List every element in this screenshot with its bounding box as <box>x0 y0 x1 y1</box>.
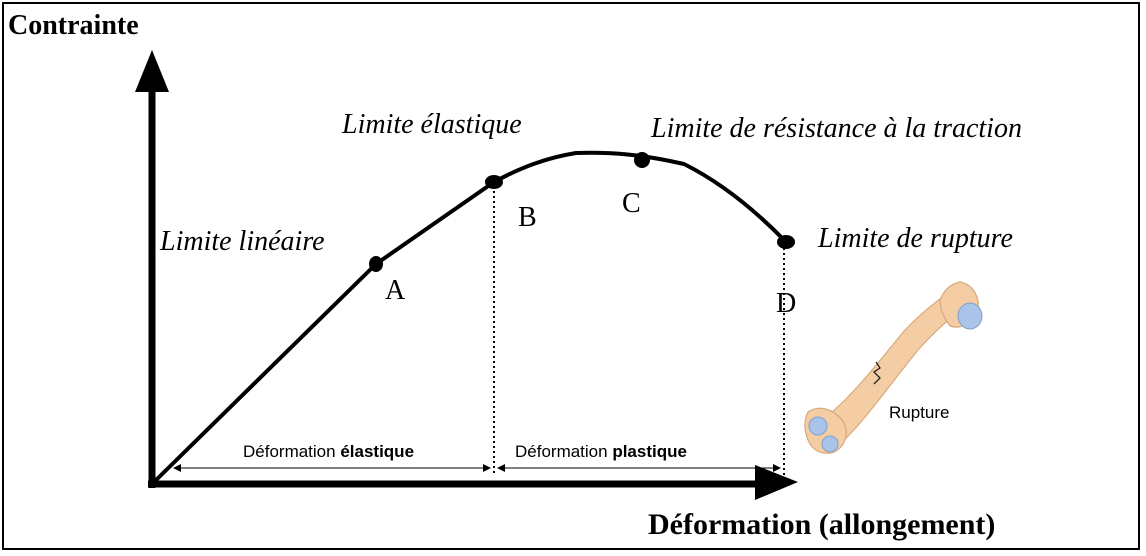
fractured-bone-illustration <box>805 282 982 453</box>
point-b-marker <box>485 175 503 189</box>
linear-limit-label: Limite linéaire <box>159 226 325 257</box>
x-axis-arrowhead <box>755 465 798 500</box>
plastic-zone-label: Déformation plastique <box>515 442 687 461</box>
point-c-label: C <box>622 188 641 219</box>
rupture-limit-label: Limite de rupture <box>817 223 1013 254</box>
x-axis-label: Déformation (allongement) <box>648 508 995 541</box>
stress-strain-curve <box>152 153 786 484</box>
y-axis-arrowhead <box>135 50 169 92</box>
point-a-label: A <box>385 275 406 306</box>
tensile-limit-label: Limite de résistance à la traction <box>650 113 1022 144</box>
y-axis-label: Contrainte <box>8 10 139 41</box>
point-d-marker <box>777 235 795 249</box>
bone-rupture-label: Rupture <box>889 403 949 422</box>
point-d-label: D <box>776 288 796 319</box>
point-b-label: B <box>518 202 537 233</box>
point-a-marker <box>369 256 383 272</box>
elastic-limit-label: Limite élastique <box>341 109 522 140</box>
elastic-zone-label: Déformation élastique <box>243 442 414 461</box>
point-c-marker <box>634 152 650 168</box>
